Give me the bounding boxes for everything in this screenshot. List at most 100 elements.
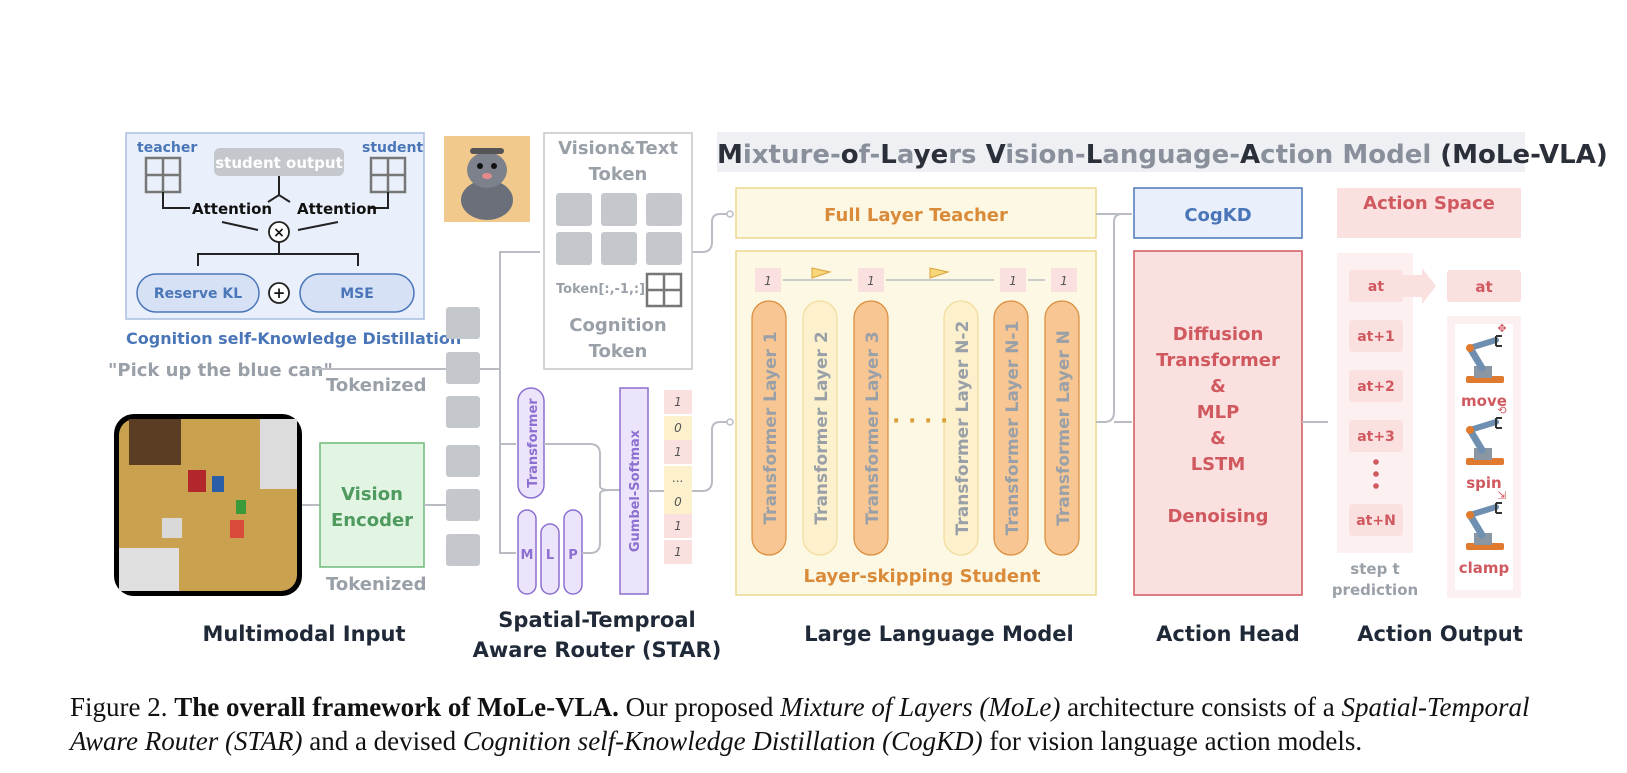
step-column [1337, 253, 1413, 553]
vision-encoder-line1: Vision [341, 484, 403, 505]
action-head: CogKD DiffusionTransformer&MLP&LSTMDenoi… [1133, 187, 1303, 646]
mask-value: 1 [674, 519, 682, 533]
plus-icon [268, 282, 290, 304]
llm-section-label: Large Language Model [804, 622, 1074, 646]
tokenized-vision-label: Tokenized [326, 574, 427, 595]
token-column [446, 307, 480, 566]
mask-cell [664, 490, 692, 514]
mask-value: ... [672, 471, 683, 485]
reserve-kl-label: Reserve KL [154, 286, 242, 302]
star-section-label-line2: Aware Router (STAR) [473, 638, 722, 662]
transformer-layer-label: Transformer Layer 3 [863, 331, 883, 524]
star-internal-connectors [544, 443, 620, 554]
caption-prefix: Figure 2. [70, 692, 175, 722]
vision-encoder-line2: Encoder [331, 510, 413, 531]
token-box-title-line2: Token [589, 164, 648, 185]
mask-cell [664, 390, 692, 414]
transformer-layer-pill [943, 300, 979, 556]
step-label: at+3 [1357, 429, 1395, 445]
attention-to-product [221, 221, 339, 231]
ellipsis-dot [1373, 471, 1379, 477]
full-layer-teacher-label: Full Layer Teacher [824, 205, 1008, 226]
robot-arm-icon: ⇲clamp [1459, 489, 1510, 577]
step-label: at+2 [1357, 379, 1395, 395]
mask-cell [664, 466, 692, 490]
transformer-layer-label: Transformer Layer 2 [812, 331, 832, 524]
connector-node [726, 210, 734, 218]
mole-mascot-icon [444, 136, 530, 222]
teacher-label: teacher [137, 140, 197, 156]
mse-label: MSE [340, 286, 374, 302]
layer-skipping-student-label: Layer-skipping Student [803, 566, 1040, 587]
title-part: ision- [1005, 140, 1085, 170]
action-space-label: Action Space [1363, 193, 1495, 214]
layer-flag-1: 1 [764, 274, 772, 288]
action-head-line: Denoising [1167, 506, 1268, 527]
mask-cell [664, 514, 692, 538]
title-part: L [880, 140, 897, 170]
step-box [1349, 370, 1403, 402]
vision-encoder-box [319, 442, 425, 568]
title-part: a [897, 140, 914, 170]
vision-text-token-grid [556, 193, 682, 265]
svg-text:⟲: ⟲ [1497, 404, 1506, 417]
robot-arm-icons: ✥move⟲spin⇲clamp [1459, 322, 1510, 577]
output-at-label: at [1475, 278, 1492, 296]
mlp-label-p: P [568, 548, 578, 563]
attention-connectors [162, 176, 389, 209]
action-head-line: & [1210, 428, 1226, 449]
gumbel-softmax-label: Gumbel-Softmax [628, 429, 643, 552]
multiply-symbol: × [273, 225, 285, 241]
action-space-box [1337, 188, 1521, 238]
mask-value: 0 [674, 495, 682, 509]
step-box [1349, 270, 1403, 302]
robot-scene-image [114, 414, 302, 596]
title-part: o [841, 140, 859, 170]
svg-text:✥: ✥ [1497, 322, 1506, 335]
step-caption-line1: step t [1350, 560, 1399, 578]
title-part: y [914, 140, 931, 170]
cognition-token-line1: Cognition [569, 315, 666, 336]
robot-arm-icon: ✥move [1461, 322, 1507, 410]
instruction-text: "Pick up the blue can" [108, 360, 333, 381]
transformer-layer-pill [1044, 300, 1080, 556]
token-box-title-line1: Vision&Text [558, 138, 678, 159]
step-caption-line2: prediction [1332, 581, 1418, 599]
title-part: L [1086, 140, 1103, 170]
token-index-label: Token[:,-1,:] [556, 282, 645, 297]
product-to-losses [197, 242, 359, 266]
skip-arrow-icon [929, 267, 950, 279]
multimodal-input: "Pick up the blue can" Tokenized Vision … [108, 307, 480, 646]
title-part: V [986, 140, 1006, 170]
transformer-layer-label: Transformer Layer N-1 [1003, 321, 1023, 536]
caption-italic-1: Mixture of Layers (MoLe) [780, 692, 1061, 722]
caption-text-1: Our proposed [618, 692, 781, 722]
layer-flag-n: 1 [1060, 274, 1068, 288]
gumbel-softmax-box [619, 387, 649, 595]
cogkd-panel: teacher student student output Attention… [125, 132, 461, 348]
step-box [1349, 504, 1403, 536]
step-label: at+1 [1357, 329, 1395, 345]
transformer-layer-pill [751, 300, 787, 556]
mlp-pill-m [517, 509, 537, 595]
mlp-label-m: M [521, 548, 534, 563]
multimodal-input-section-label: Multimodal Input [202, 622, 405, 646]
mlp-pill-l [540, 523, 560, 595]
mask-cell [664, 540, 692, 564]
step-label: at [1368, 279, 1384, 295]
action-head-line: Diffusion [1173, 324, 1264, 345]
output-arrow-icon [1402, 268, 1436, 304]
action-head-line: & [1210, 376, 1226, 397]
transformer-layer-label: Transformer Layer N [1054, 330, 1074, 526]
ellipsis-dot [1373, 483, 1379, 489]
caption-italic-2: Spatial-Temporal Aware Router (STAR) [70, 692, 1530, 756]
tokenized-text-label: Tokenized [326, 375, 427, 396]
title-part: A [1240, 140, 1260, 170]
title-part: M [717, 140, 743, 170]
title-part: f- [859, 140, 881, 170]
star-router: Transformer M L P Gumbel-Softmax 101...0… [473, 387, 722, 662]
action-head-section-label: Action Head [1156, 622, 1300, 646]
mask-cell [664, 416, 692, 440]
